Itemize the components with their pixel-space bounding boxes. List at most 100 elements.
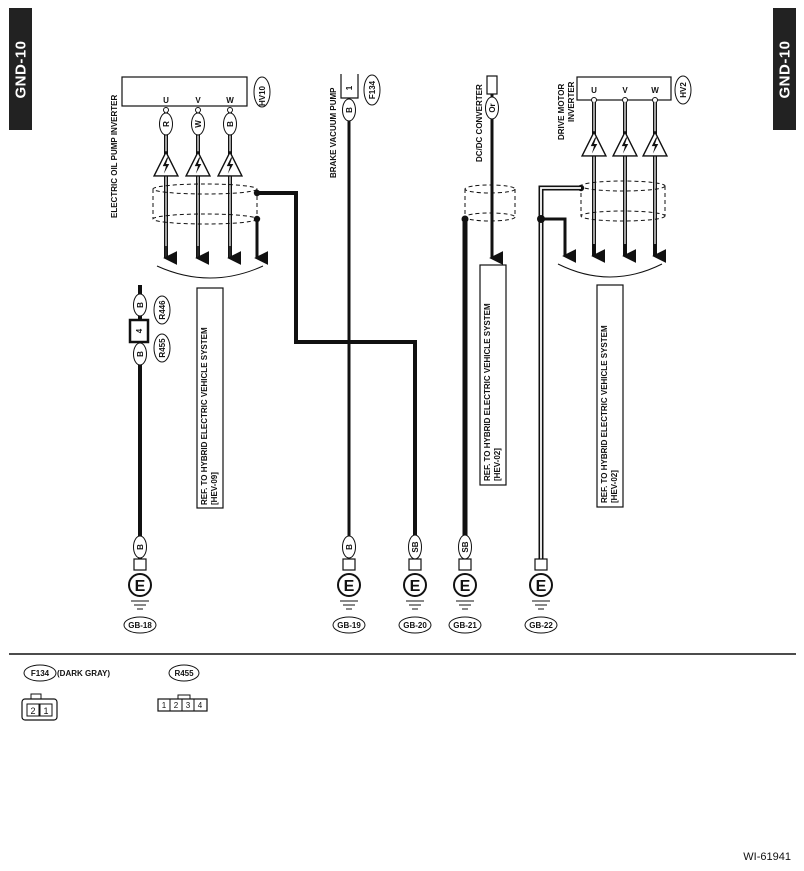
wire-color-b: B	[345, 544, 354, 550]
f134-connector-tag	[363, 74, 381, 106]
pin-label-u: U	[163, 96, 169, 105]
drive-motor-inverter: DRIVE MOTOR INVERTER HV2 U V W	[557, 75, 692, 278]
ground-symbol	[453, 573, 477, 597]
wire-color-b: B	[136, 544, 145, 550]
high-voltage-icon	[612, 131, 638, 157]
ground-id: GB-22	[529, 621, 553, 630]
connector-pin-label: 2	[30, 706, 35, 716]
ground-id: GB-19	[337, 621, 361, 630]
dcdc-converter: DC/DC CONVERTER Or	[461, 75, 516, 565]
connector-pin-label: 3	[186, 701, 191, 710]
pin-terminal	[652, 97, 658, 103]
ground-symbol	[529, 573, 553, 597]
ground-id: GB-20	[403, 621, 427, 630]
r455-pin-number: 4	[135, 328, 144, 333]
brake-vacuum-pump: BRAKE VACUUM PUMP 1 F134 B	[329, 74, 381, 565]
pin-terminal	[227, 107, 233, 113]
wire-color-b: B	[226, 121, 235, 127]
figure-id: WI-61941	[743, 851, 791, 863]
r455-connector-tag	[153, 333, 171, 363]
high-voltage-icon	[217, 151, 243, 177]
ground-terminal	[534, 558, 548, 571]
reference-text: REF. TO HYBRID ELECTRIC VEHICLE SYSTEM	[200, 327, 209, 505]
ground-id-tag	[398, 616, 432, 634]
wire-color-tag	[133, 293, 147, 317]
oil-pump-inverter-label: ELECTRIC OIL PUMP INVERTER	[110, 95, 119, 218]
reference-box-frame	[196, 287, 224, 509]
drive-motor-inverter-label-1: DRIVE MOTOR	[557, 83, 566, 140]
connector-cavity	[26, 703, 40, 717]
connector-lock-tab	[30, 693, 42, 700]
reference-box-hev02-b: REF. TO HYBRID ELECTRIC VEHICLE SYSTEM […	[596, 284, 624, 508]
hv10-connector-label: HV10	[258, 85, 267, 106]
wire-color-sb: SB	[411, 541, 420, 552]
reference-code: [HEV-09]	[210, 472, 219, 505]
wire-color-b: B	[345, 107, 354, 113]
reference-code: [HEV-02]	[493, 448, 502, 481]
wire-color-r: R	[162, 121, 171, 127]
ground-gb20: E GB-20	[398, 558, 432, 634]
shield-top	[464, 184, 516, 194]
legend-connector-label: F134	[31, 669, 50, 678]
wire-color-w: W	[194, 120, 203, 128]
pin-label-u: U	[591, 86, 597, 95]
brake-vacuum-pump-label: BRAKE VACUUM PUMP	[329, 87, 338, 178]
pin-terminal	[195, 107, 201, 113]
ground-gb19: E GB-19	[332, 558, 366, 634]
wire-color-b: B	[136, 302, 145, 308]
pin-terminal	[591, 97, 597, 103]
wire-color-or: Or	[488, 103, 497, 112]
shield-top	[152, 183, 258, 195]
legend-r455: R455 1 2 3 4	[157, 664, 208, 712]
ground-id-tag	[524, 616, 558, 634]
ground-symbol-letter: E	[135, 578, 146, 595]
wire-color-tag	[133, 535, 147, 559]
wire-color-tag	[485, 96, 499, 120]
reference-box-hev02-a: REF. TO HYBRID ELECTRIC VEHICLE SYSTEM […	[479, 264, 507, 486]
ground-gb21: E GB-21	[448, 558, 482, 634]
wire-to-gb22-core	[540, 187, 581, 565]
wire-color-tag	[342, 535, 356, 559]
reference-brace	[156, 265, 264, 279]
ground-terminal	[133, 558, 147, 571]
high-voltage-icon	[581, 131, 607, 157]
ground-terminal	[342, 558, 356, 571]
legend-connector-note: (DARK GRAY)	[57, 669, 110, 678]
legend-f134: F134 (DARK GRAY) 2 1	[21, 664, 110, 721]
hv2-connector-label: HV2	[679, 82, 688, 98]
ground-gb18: E GB-18	[123, 558, 157, 634]
wire-color-tag	[191, 112, 205, 136]
reference-box-hev09: REF. TO HYBRID ELECTRIC VEHICLE SYSTEM […	[196, 287, 224, 509]
section-tab-left: GND-10	[9, 8, 32, 130]
r455-inline-connector	[128, 318, 150, 344]
ground-symbol	[337, 573, 361, 597]
pin-label-v: V	[622, 86, 628, 95]
reference-brace	[557, 263, 663, 278]
r446-connector-label: R446	[158, 300, 167, 320]
wire-color-b: B	[136, 351, 145, 357]
connector-cavity	[39, 703, 53, 717]
reference-code: [HEV-02]	[610, 470, 619, 503]
ground-id-tag	[123, 616, 157, 634]
section-tab-right: GND-10	[773, 8, 796, 130]
ground-symbol-letter: E	[460, 578, 471, 595]
ground-symbol	[403, 573, 427, 597]
connector-pin-label: 1	[43, 706, 48, 716]
ground-terminal	[408, 558, 422, 571]
ground-id-tag	[332, 616, 366, 634]
electric-oil-pump-inverter: ELECTRIC OIL PUMP INVERTER HV10 U V W R …	[110, 76, 271, 279]
pin-terminal	[622, 97, 628, 103]
wire-color-tag	[133, 342, 147, 366]
ground-symbol-letter: E	[344, 578, 355, 595]
ground-id-tag	[448, 616, 482, 634]
f134-connector-label: F134	[368, 80, 377, 99]
ground-symbol	[128, 573, 152, 597]
connector-pin-label: 4	[198, 701, 203, 710]
oil-pump-inverter-body	[121, 76, 248, 107]
shield-drain-arrow	[541, 217, 577, 263]
wire-to-gb22	[538, 185, 581, 565]
ground-symbol-letter: E	[410, 578, 421, 595]
legend-connector-tag	[168, 664, 200, 682]
r446-connector-tag	[153, 295, 171, 325]
high-voltage-icon	[153, 151, 179, 177]
